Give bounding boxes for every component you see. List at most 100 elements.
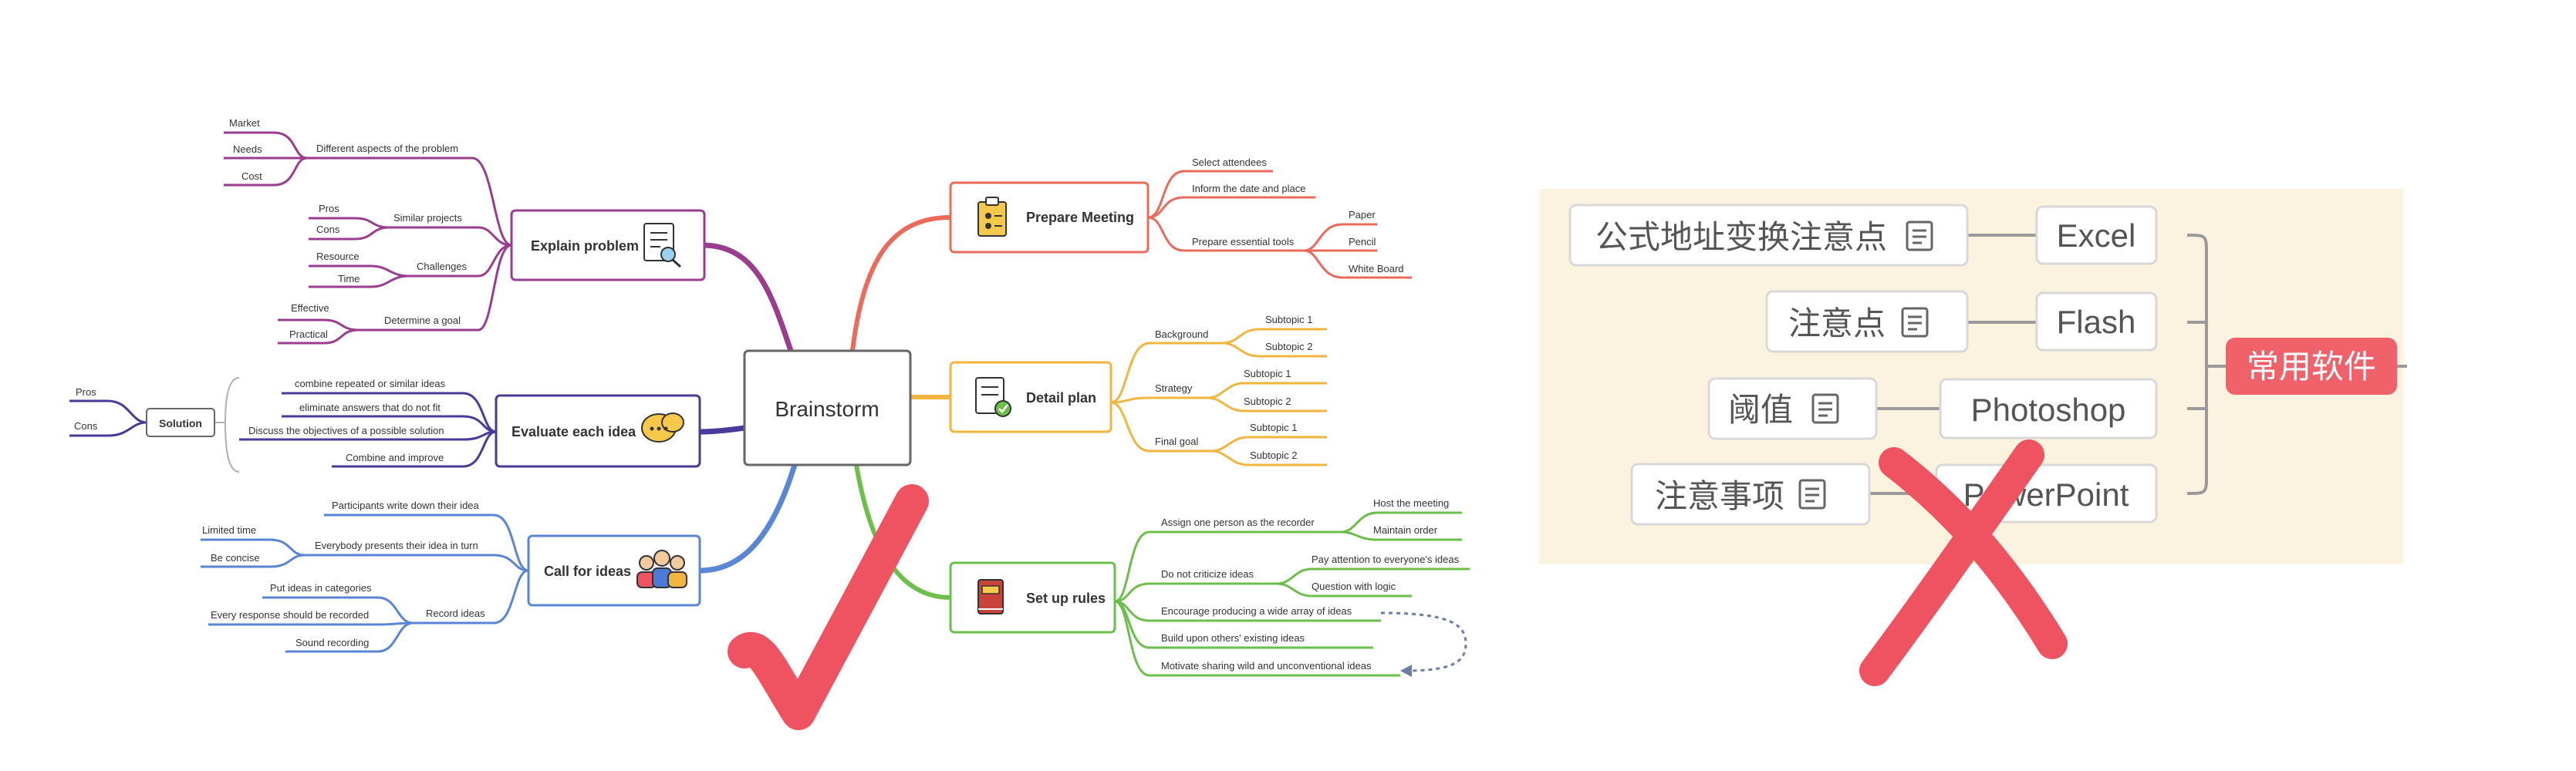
bad-note-threshold[interactable]: 阈值 [1707,377,1878,440]
topic-call-label: Call for ideas [544,564,631,579]
leaf-prepare-tools: Prepare essential tools [1192,236,1295,247]
leaf-be-concise: Be concise [211,552,260,564]
topic-detail-label: Detail plan [1026,390,1096,406]
clipboard-icon [977,197,1007,237]
leaf-every-response: Every response should be recorded [211,609,369,621]
leaf-needs: Needs [233,143,262,155]
leaf-strategy: Strategy [1155,382,1193,394]
leaf-sound: Sound recording [295,637,369,648]
bad-node-flash-label: Flash [2057,304,2136,340]
leaf-final-goal: Final goal [1155,436,1198,447]
center-node[interactable] [743,349,912,466]
leaf-question: Question with logic [1312,581,1396,592]
leaf-categories: Put ideas in categories [270,582,372,594]
note-icon [1901,307,1929,338]
leaf-fg-sub1: Subtopic 1 [1250,422,1297,433]
leaf-cons-2: Cons [74,420,98,432]
leaf-cons-1: Cons [316,224,340,235]
leaf-challenges: Challenges [417,261,468,272]
bad-node-excel[interactable]: Excel [2035,205,2158,265]
bad-note-formula[interactable]: 公式地址变换注意点 [1568,204,1969,267]
leaf-pay-attention: Pay attention to everyone's ideas [1312,554,1460,565]
leaf-inform: Inform the date and place [1192,183,1305,194]
topic-rules-label: Set up rules [1026,591,1106,606]
leaf-white-board: White Board [1349,263,1404,274]
leaf-similar: Similar projects [393,212,462,224]
leaf-st-sub1: Subtopic 1 [1244,368,1291,379]
leaf-st-sub2: Subtopic 2 [1244,396,1291,407]
topic-evaluate-label: Evaluate each idea [511,424,636,439]
solution-label: Solution [159,417,202,429]
leaf-discuss: Discuss the objectives of a possible sol… [248,425,444,436]
leaf-fg-sub2: Subtopic 2 [1250,449,1297,461]
leaf-resource: Resource [316,251,360,262]
leaf-pencil: Pencil [1349,236,1376,247]
checklist-icon [975,377,1011,417]
document-search-icon [643,223,682,268]
leaf-participants: Participants write down their idea [332,500,480,511]
check-mark-icon [728,484,929,730]
note-icon [1811,393,1839,424]
people-group-icon [636,550,687,588]
leaf-motivate: Motivate sharing wild and unconventional… [1161,660,1372,672]
good-mind-map: Brainstorm Explain problem Evaluate each… [69,117,1470,730]
topic-explain-problem[interactable]: Explain problem [510,209,706,281]
relationship-connector [1380,611,1467,672]
bad-note-precautions-label: 注意事项 [1655,477,1784,515]
leaf-host: Host the meeting [1373,497,1449,509]
relationship-arrowhead [1400,665,1412,677]
bad-node-excel-label: Excel [2057,217,2136,254]
leaf-record: Record ideas [426,608,485,619]
leaf-presents: Everybody presents their idea in turn [315,540,478,551]
bad-note-attention-label: 注意点 [1788,305,1886,342]
bad-note-attention[interactable]: 注意点 [1765,290,1969,353]
bad-root-label: 常用软件 [2247,348,2376,386]
leaf-bg-sub2: Subtopic 2 [1265,341,1312,352]
leaf-bg-sub1: Subtopic 1 [1265,314,1312,325]
leaf-pros-2: Pros [76,386,96,398]
leaf-cost: Cost [241,170,262,182]
leaf-build-upon: Build upon others' existing ideas [1161,632,1305,644]
leaf-recorder: Assign one person as the recorder [1161,517,1315,528]
leaf-combine-repeated: combine repeated or similar ideas [295,378,446,389]
bad-root-node[interactable]: 常用软件 [2226,338,2397,395]
topic-set-up-rules[interactable]: Set up rules [949,561,1116,634]
topic-prepare-label: Prepare Meeting [1026,210,1134,225]
leaf-eliminate: eliminate answers that do not fit [299,402,441,413]
leaf-pros-1: Pros [319,203,339,214]
leaf-time: Time [338,273,360,284]
leaf-select-attendees: Select attendees [1192,157,1267,168]
bad-note-precautions[interactable]: 注意事项 [1630,463,1871,526]
leaf-maintain: Maintain order [1373,524,1438,536]
leaf-goal: Determine a goal [384,315,461,326]
bad-mind-map: Excel Flash Photoshop PowerPoint 公式地址变换注… [1539,189,2407,686]
note-icon [1906,221,1933,251]
topic-call-for-ideas[interactable]: Call for ideas [527,534,701,607]
leaf-aspects: Different aspects of the problem [316,143,458,154]
chat-bubbles-icon [641,412,684,443]
rule-book-icon [977,579,1004,614]
bad-node-photoshop-label: Photoshop [1971,392,2126,428]
leaf-market: Market [229,117,260,129]
topic-detail-plan[interactable]: Detail plan [949,361,1112,433]
center-node-label: Brainstorm [775,397,879,421]
bad-note-formula-label: 公式地址变换注意点 [1595,218,1887,256]
bad-note-threshold-label: 阈值 [1728,391,1793,429]
leaf-background: Background [1155,328,1208,340]
leaf-paper: Paper [1349,209,1376,221]
leaf-practical: Practical [289,328,328,340]
topic-explain-label: Explain problem [531,238,639,254]
topic-prepare-meeting[interactable]: Prepare Meeting [949,181,1150,254]
cross-mark-icon [1859,439,2068,686]
leaf-criticize: Do not criticize ideas [1161,568,1254,580]
note-icon [1798,479,1826,510]
leaf-effective: Effective [291,302,329,314]
bad-node-photoshop[interactable]: Photoshop [1939,378,2158,439]
leaf-limited-time: Limited time [202,524,256,536]
topic-evaluate-each-idea[interactable]: Evaluate each idea [495,394,701,468]
leaf-combine-improve: Combine and improve [346,452,444,463]
solution-node[interactable] [146,408,215,437]
bad-node-flash[interactable]: Flash [2035,291,2158,352]
leaf-encourage: Encourage producing a wide array of idea… [1161,605,1352,617]
